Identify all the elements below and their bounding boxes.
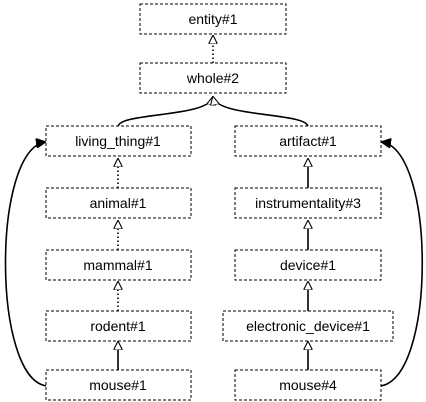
node-whole-box [139, 62, 287, 94]
node-animal[interactable]: animal#1 [45, 187, 192, 219]
node-mouse4-label: mouse#4 [279, 377, 337, 393]
node-mouse1-label: mouse#1 [89, 377, 147, 393]
node-device[interactable]: device#1 [234, 249, 382, 281]
node-whole-label: whole#2 [186, 70, 239, 86]
node-rodent-box [45, 310, 192, 342]
edge-mouse4-artifact [379, 142, 423, 387]
node-entity-box [139, 3, 287, 35]
node-living-thing-box [45, 125, 192, 157]
node-electronic-device[interactable]: electronic_device#1 [222, 310, 394, 342]
node-mouse1-box [45, 369, 192, 401]
edges [4, 36, 423, 387]
node-artifact-box [234, 125, 382, 157]
edge-artifact-whole [213, 97, 309, 128]
node-rodent[interactable]: rodent#1 [45, 310, 192, 342]
node-device-label: device#1 [280, 257, 336, 273]
node-entity-label: entity#1 [188, 11, 237, 27]
node-whole[interactable]: whole#2 [139, 62, 287, 94]
node-mouse4[interactable]: mouse#4 [234, 369, 382, 401]
node-mouse4-box [234, 369, 382, 401]
node-instrumentality-label: instrumentality#3 [255, 195, 361, 211]
node-mammal-label: mammal#1 [83, 257, 152, 273]
node-electronic-device-box [222, 310, 394, 342]
node-instrumentality-box [234, 187, 382, 219]
edge-mouse1-living-thing [4, 142, 48, 387]
node-artifact-label: artifact#1 [279, 133, 337, 149]
node-artifact[interactable]: artifact#1 [234, 125, 382, 157]
node-electronic-device-label: electronic_device#1 [246, 318, 370, 334]
node-mammal[interactable]: mammal#1 [45, 249, 192, 281]
node-animal-box [45, 187, 192, 219]
node-entity[interactable]: entity#1 [139, 3, 287, 35]
node-mammal-box [45, 249, 192, 281]
node-living-thing-label: living_thing#1 [75, 133, 161, 149]
nodes: entity#1 whole#2 living_thing#1 artifact… [45, 3, 394, 401]
node-mouse1[interactable]: mouse#1 [45, 369, 192, 401]
node-rodent-label: rodent#1 [90, 318, 145, 334]
node-device-box [234, 249, 382, 281]
edge-living-thing-whole [117, 97, 213, 128]
node-animal-label: animal#1 [90, 195, 147, 211]
node-instrumentality[interactable]: instrumentality#3 [234, 187, 382, 219]
node-living-thing[interactable]: living_thing#1 [45, 125, 192, 157]
